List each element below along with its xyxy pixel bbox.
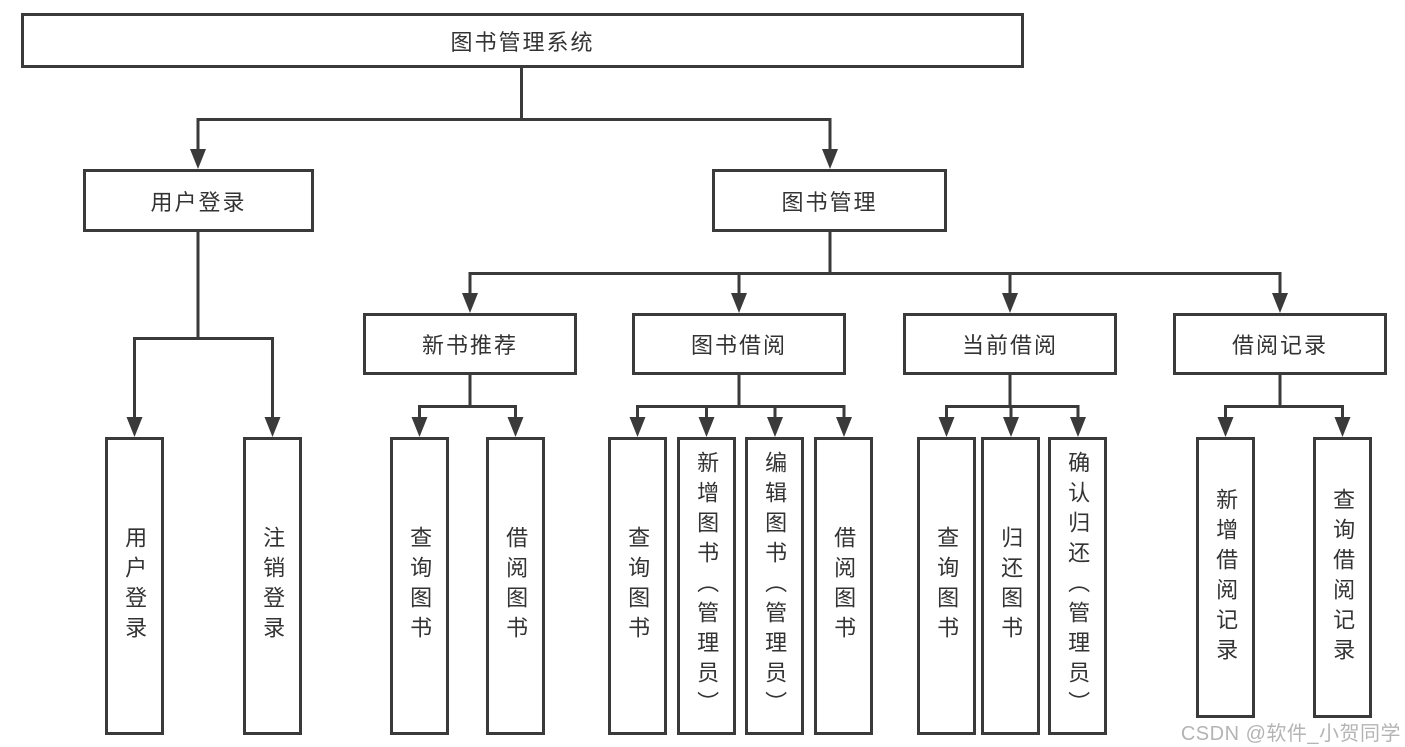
node-book-management: 图书管理 xyxy=(712,169,947,232)
leaf-label: 归还图书 xyxy=(998,526,1024,646)
leaf-user-login: 用户登录 xyxy=(105,437,164,735)
node-root: 图书管理系统 xyxy=(21,13,1024,68)
leaf-label: 确认归还（管理员） xyxy=(1065,451,1091,721)
node-user-login: 用户登录 xyxy=(83,169,314,232)
leaf-query-borrow-record: 查询借阅记录 xyxy=(1313,437,1372,718)
leaf-label: 查询图书 xyxy=(625,526,651,646)
leaf-return-book: 归还图书 xyxy=(981,437,1040,735)
leaf-label: 新增借阅记录 xyxy=(1213,487,1239,668)
leaf-label: 用户登录 xyxy=(122,526,148,646)
leaf-query-book-2: 查询图书 xyxy=(608,437,667,735)
leaf-edit-book-admin: 编辑图书（管理员） xyxy=(745,437,804,735)
leaf-borrow-book-1: 借阅图书 xyxy=(486,437,545,735)
leaf-label: 注销登录 xyxy=(260,526,286,646)
node-new-book-recommend: 新书推荐 xyxy=(363,313,577,375)
node-borrow-records: 借阅记录 xyxy=(1173,313,1387,375)
leaf-label: 查询借阅记录 xyxy=(1330,487,1356,668)
node-current-borrow: 当前借阅 xyxy=(903,313,1117,375)
leaf-label: 借阅图书 xyxy=(831,526,857,646)
leaf-label: 借阅图书 xyxy=(503,526,529,646)
leaf-label: 新增图书（管理员） xyxy=(694,451,720,721)
leaf-query-book-3: 查询图书 xyxy=(917,437,976,735)
leaf-label: 编辑图书（管理员） xyxy=(762,451,788,721)
leaf-add-borrow-record: 新增借阅记录 xyxy=(1196,437,1255,718)
leaf-borrow-book-2: 借阅图书 xyxy=(814,437,873,735)
leaf-label: 查询图书 xyxy=(934,526,960,646)
leaf-add-book-admin: 新增图书（管理员） xyxy=(677,437,736,735)
leaf-query-book-1: 查询图书 xyxy=(390,437,449,735)
csdn-watermark: CSDN @软件_小贺同学 xyxy=(1180,723,1401,745)
leaf-logout: 注销登录 xyxy=(243,437,302,735)
leaf-confirm-return-admin: 确认归还（管理员） xyxy=(1048,437,1107,735)
node-book-borrow: 图书借阅 xyxy=(632,313,846,375)
leaf-label: 查询图书 xyxy=(407,526,433,646)
